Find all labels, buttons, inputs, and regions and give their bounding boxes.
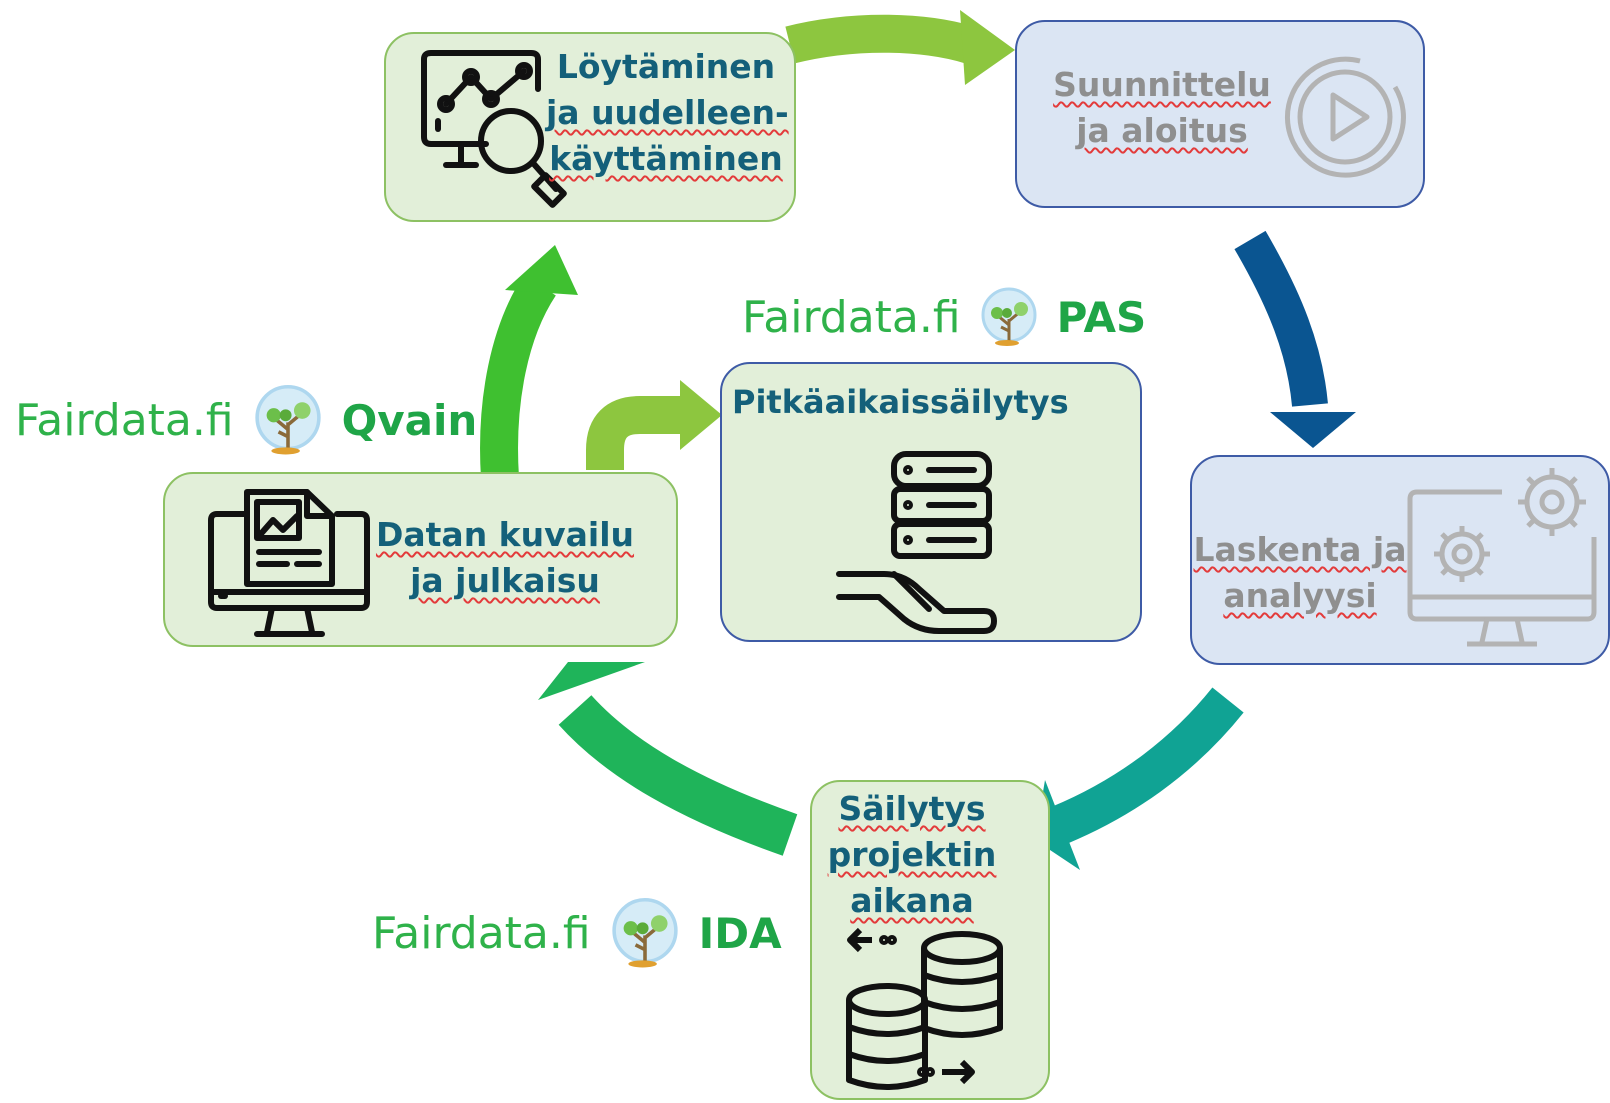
discovery-label-line1: Löytäminen <box>556 47 776 86</box>
discovery-label-line2: ja uudelleen- <box>546 93 789 132</box>
fairdata-ida-service: IDA <box>698 908 782 958</box>
stage-planning-box: Suunnittelu ja aloitus <box>1015 20 1425 208</box>
storage-label-line1: Säilytys <box>838 789 986 828</box>
monitor-gears-icon <box>1407 468 1597 647</box>
play-circle-icon <box>1284 56 1406 178</box>
arrow-compute-to-storage <box>1035 687 1244 870</box>
fairdata-qvain: Fairdata.fi Qvain <box>15 382 477 458</box>
databases-transfer-icon <box>846 927 1003 1090</box>
stage-storage-box: Säilytys projektin aikana <box>810 780 1050 1100</box>
fairdata-pas: Fairdata.fi PAS <box>742 285 1146 349</box>
arrow-describe-to-preservation <box>586 380 722 470</box>
fairdata-ida-brand: Fairdata.fi <box>372 907 591 959</box>
arrow-discovery-to-planning <box>785 10 1015 85</box>
monitor-analytics-search-icon <box>421 50 567 208</box>
planning-label-line1: Suunnittelu <box>1053 65 1271 104</box>
server-hand-icon <box>836 451 997 634</box>
stage-compute-box: Laskenta ja analyysi <box>1190 455 1610 665</box>
fairdata-pas-brand: Fairdata.fi <box>742 291 961 343</box>
arrow-describe-to-discovery <box>480 245 578 480</box>
describe-label-line2: ja julkaisu <box>410 561 600 600</box>
fairdata-pas-service: PAS <box>1056 292 1147 342</box>
stage-describe-box: Datan kuvailu ja julkaisu <box>163 472 678 647</box>
arrow-storage-to-describe <box>538 662 798 856</box>
fairdata-qvain-brand: Fairdata.fi <box>15 394 234 446</box>
stage-preservation-box: Pitkäaikaissäilytys <box>720 362 1142 642</box>
fairdata-tree-logo <box>611 897 678 968</box>
preservation-label: Pitkäaikaissäilytys <box>732 383 1069 421</box>
storage-label-line2: projektin <box>827 835 997 874</box>
fairdata-ida: Fairdata.fi IDA <box>372 895 782 971</box>
fairdata-tree-logo <box>981 287 1037 346</box>
compute-label-line2: analyysi <box>1223 576 1377 615</box>
monitor-document-image-icon <box>208 489 370 637</box>
fairdata-tree-logo <box>254 384 321 455</box>
storage-label-line3: aikana <box>850 881 974 920</box>
arrow-planning-to-compute <box>1234 230 1356 448</box>
planning-label-line2: ja aloitus <box>1076 111 1248 150</box>
fairdata-qvain-service: Qvain <box>341 395 478 445</box>
describe-label-line1: Datan kuvailu <box>375 515 635 554</box>
compute-label-line1: Laskenta ja <box>1193 530 1407 569</box>
stage-discovery-box: Löytäminen ja uudelleen- käyttäminen <box>384 32 796 222</box>
discovery-label-line3: käyttäminen <box>549 139 783 178</box>
